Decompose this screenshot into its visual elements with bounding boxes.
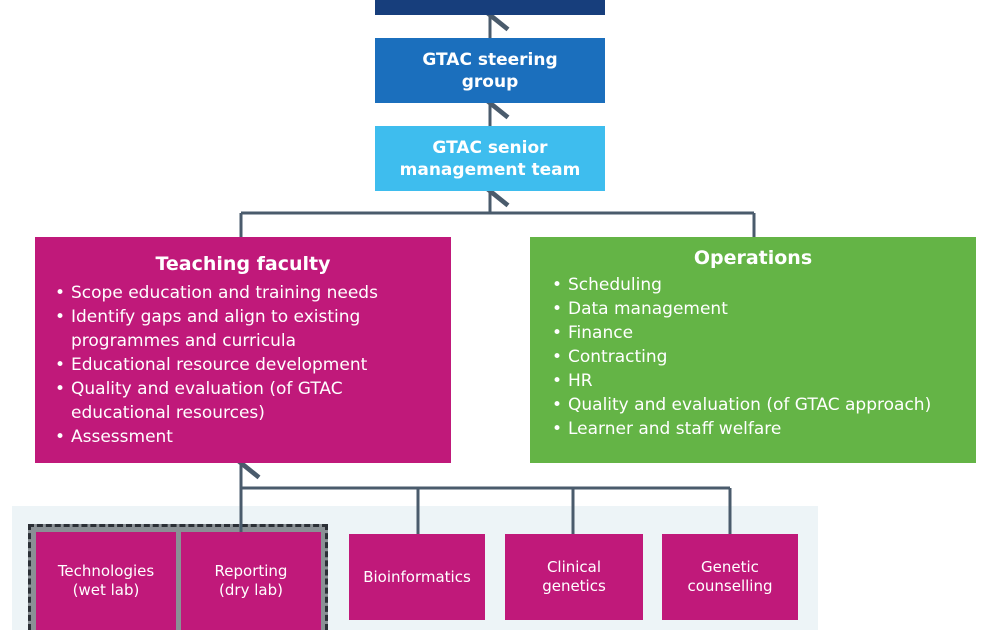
operations-box: Operations Scheduling Data management Fi… bbox=[530, 237, 976, 463]
list-item: Educational resource development bbox=[55, 353, 451, 377]
bioinformatics-box: Bioinformatics bbox=[349, 534, 485, 620]
reporting-dry-lab-box: Reporting (dry lab) bbox=[181, 532, 321, 630]
list-item: Data management bbox=[552, 297, 976, 321]
senior-management-box: GTAC senior management team bbox=[375, 126, 605, 191]
genetic-counselling-box: Genetic counselling bbox=[662, 534, 798, 620]
clinical-genetics-box: Clinical genetics bbox=[505, 534, 643, 620]
senior-management-label: GTAC senior management team bbox=[399, 137, 581, 180]
list-item: Contracting bbox=[552, 345, 976, 369]
list-item: HR bbox=[552, 369, 976, 393]
technologies-wet-lab-box: Technologies (wet lab) bbox=[36, 532, 176, 630]
list-item: Learner and staff welfare bbox=[552, 417, 976, 441]
list-item: Assessment bbox=[55, 425, 451, 449]
list-item: Scope education and training needs bbox=[55, 281, 451, 305]
operations-title: Operations bbox=[693, 247, 813, 269]
teaching-faculty-title: Teaching faculty bbox=[155, 253, 331, 275]
teaching-faculty-box: Teaching faculty Scope education and tra… bbox=[35, 237, 451, 463]
list-item: Scheduling bbox=[552, 273, 976, 297]
steering-group-label: GTAC steering group bbox=[422, 49, 558, 92]
top-governance-box bbox=[375, 0, 605, 15]
list-item: Identify gaps and align to existing prog… bbox=[55, 305, 451, 353]
steering-group-box: GTAC steering group bbox=[375, 38, 605, 103]
list-item: Finance bbox=[552, 321, 976, 345]
list-item: Quality and evaluation (of GTAC approach… bbox=[552, 393, 976, 417]
operations-list: Scheduling Data management Finance Contr… bbox=[552, 273, 976, 441]
list-item: Quality and evaluation (of GTAC educatio… bbox=[55, 377, 451, 425]
teaching-faculty-list: Scope education and training needs Ident… bbox=[55, 281, 451, 449]
